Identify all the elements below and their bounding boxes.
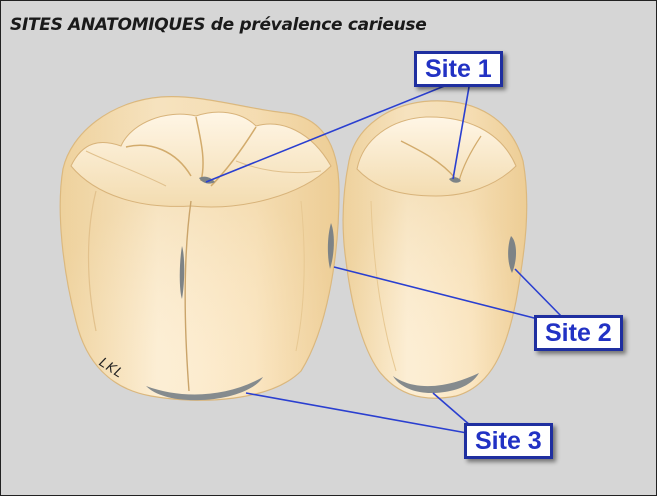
site-3-label: Site 3 (464, 423, 553, 459)
site-1-label: Site 1 (414, 51, 503, 87)
molar (60, 97, 339, 401)
site-2-label: Site 2 (534, 315, 623, 351)
leader-site3-molar (246, 393, 467, 433)
leader-site2-premolar (515, 269, 564, 319)
leader-site3-premolar (433, 393, 471, 426)
premolar (343, 101, 527, 398)
